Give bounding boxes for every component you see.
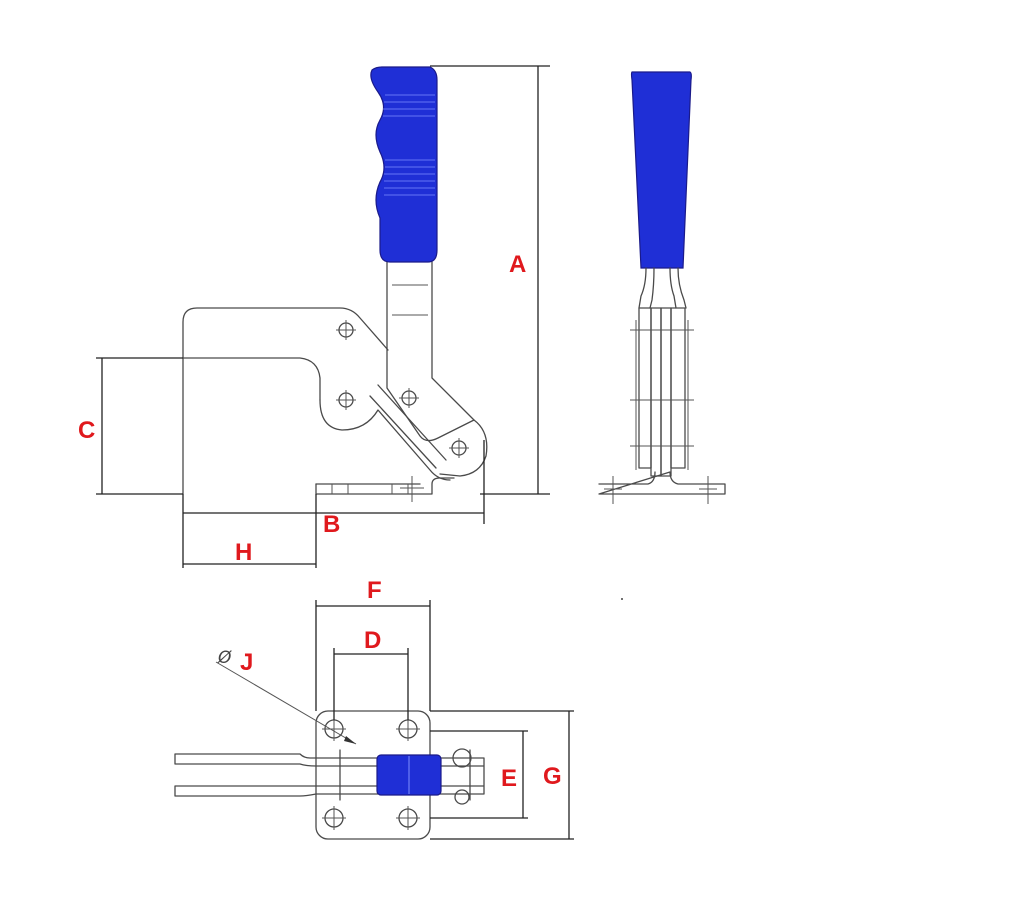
label-h: H bbox=[235, 539, 252, 566]
end-shaft-wires bbox=[638, 267, 687, 309]
top-hole-4 bbox=[396, 806, 420, 830]
top-hole-2 bbox=[396, 717, 420, 741]
stray-dot bbox=[621, 598, 623, 600]
dimension-labels: A B C D E F G H Ø J bbox=[78, 251, 562, 792]
label-g: G bbox=[543, 763, 562, 790]
front-handle-grip bbox=[370, 66, 438, 263]
label-e: E bbox=[501, 765, 517, 792]
top-hole-3 bbox=[322, 806, 346, 830]
end-base-holes bbox=[604, 476, 717, 504]
pivot-hole-3 bbox=[399, 388, 419, 408]
base-ticks bbox=[331, 484, 409, 494]
handle-shaft-outline bbox=[386, 261, 488, 477]
label-f: F bbox=[367, 577, 382, 604]
front-handle-grip-lines bbox=[383, 94, 435, 196]
pivot-arm-outline bbox=[319, 399, 451, 481]
diameter-symbol: Ø bbox=[217, 648, 232, 668]
front-view bbox=[182, 66, 488, 502]
label-c: C bbox=[78, 417, 95, 444]
end-plate-center-a bbox=[650, 307, 662, 477]
base-plate-outline bbox=[315, 477, 455, 495]
linkage-plate-outline bbox=[369, 384, 447, 469]
jaw-inner-outline bbox=[182, 357, 321, 401]
end-handle-grip bbox=[630, 71, 692, 269]
label-j: J bbox=[240, 649, 253, 676]
handle-shaft-right-edge bbox=[431, 261, 475, 421]
top-pivot-pin bbox=[452, 748, 472, 805]
end-plate-right bbox=[670, 307, 686, 469]
pivot-hole-1 bbox=[336, 320, 356, 340]
label-b: B bbox=[323, 511, 340, 538]
end-plate-left bbox=[638, 307, 652, 469]
top-hole-1 bbox=[322, 717, 346, 741]
pivot-hole-2 bbox=[336, 390, 356, 410]
clamp-body-outline bbox=[182, 307, 389, 495]
label-d: D bbox=[364, 627, 381, 654]
top-arm-upper bbox=[174, 753, 317, 767]
end-base bbox=[598, 471, 726, 495]
top-view bbox=[174, 710, 485, 840]
top-arm-lower bbox=[174, 785, 317, 797]
label-a: A bbox=[509, 251, 526, 278]
dimension-lines bbox=[96, 65, 574, 840]
pivot-hole-4 bbox=[449, 438, 469, 458]
base-hole bbox=[400, 476, 424, 502]
end-view bbox=[598, 71, 726, 600]
end-pins bbox=[630, 320, 694, 470]
end-plate-center-b bbox=[660, 307, 672, 477]
